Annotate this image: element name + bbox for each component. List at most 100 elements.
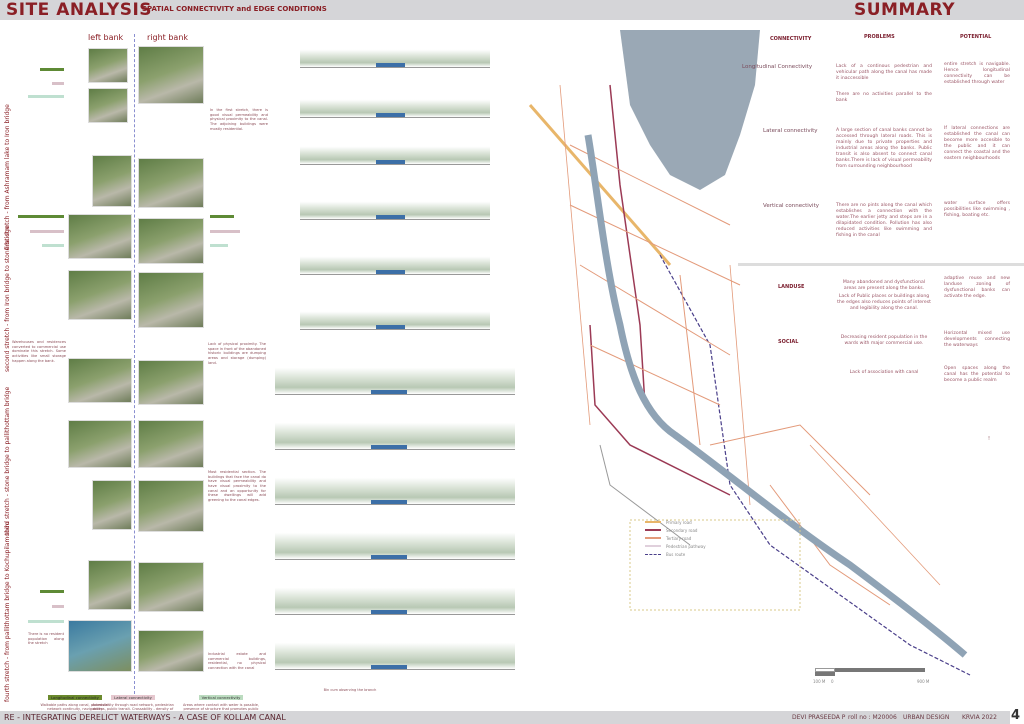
indicator-bar <box>40 590 64 593</box>
site-photo <box>68 270 132 320</box>
problem-text: A large section of canal banks cannot be… <box>836 128 932 169</box>
site-photo <box>138 562 204 612</box>
map-legend-item: Primary road <box>645 518 706 526</box>
scale-segment <box>815 672 835 676</box>
legend-swatch <box>645 545 661 547</box>
page-title: SITE ANALYSIS <box>6 0 153 20</box>
site-photo <box>92 480 132 530</box>
road <box>528 104 672 266</box>
stretch-label-2: second stretch - from Iron bridge to sto… <box>4 225 11 373</box>
canal-water <box>376 325 405 329</box>
canal-divider <box>134 34 135 694</box>
road <box>729 264 751 506</box>
map-legend-item: Pedestrian pathway <box>645 542 706 550</box>
site-photo <box>88 48 128 83</box>
indicator-bar <box>18 215 64 218</box>
road <box>569 144 731 226</box>
canal-water <box>371 555 407 559</box>
program: URBAN DESIGN <box>903 714 950 721</box>
scale-left: 100 M <box>813 679 826 684</box>
col-header-connectivity: CONNECTIVITY <box>770 36 812 42</box>
right-bank-heading: right bank <box>147 33 189 42</box>
potential-text: Horizontal mixed use developments connec… <box>944 331 1010 348</box>
indicator-bar <box>42 244 64 247</box>
legend-label: Primary road <box>666 519 692 525</box>
potential-text: adaptive reuse and new landuse zoning of… <box>944 276 1010 299</box>
site-photo <box>88 88 128 123</box>
legend-swatch <box>645 553 661 555</box>
legend-label: Bus route <box>666 551 686 557</box>
site-section-drawing <box>275 625 515 670</box>
col-header-potential: POTENTIAL <box>960 34 992 40</box>
indicator-bar <box>28 95 64 98</box>
scale-zero: 0 <box>831 679 834 684</box>
problem-text: Decreasing resident population in the wa… <box>840 335 928 346</box>
author: DEVI PRASEEDA P <box>792 714 846 721</box>
problem-text: There are no activities parallel to the … <box>836 92 932 103</box>
scale-bar <box>815 668 925 678</box>
canal-water <box>371 665 407 669</box>
indicator-bar <box>210 215 234 218</box>
map-legend-item: Secondary road <box>645 526 706 534</box>
site-section-drawing <box>275 515 515 560</box>
legend-longitudinal: Longitudinal connectivity Walkable paths… <box>40 684 110 711</box>
site-photo <box>88 560 132 610</box>
indicator-bar <box>210 230 240 233</box>
site-photo <box>68 214 132 259</box>
road <box>679 274 701 446</box>
connectivity-type: Lateral connectivity <box>763 128 818 134</box>
indicator-bar <box>28 620 64 623</box>
legend-label: Tertiary road <box>666 535 692 541</box>
scale-segment <box>815 668 835 672</box>
stretch-note: Warehouses and residences converted to c… <box>12 340 66 363</box>
legend-label: Vertical connectivity <box>198 695 244 700</box>
site-section-drawing <box>300 135 490 165</box>
canal-water <box>371 445 407 449</box>
legend-box <box>629 519 801 611</box>
category-label: LANDUSE <box>778 284 805 290</box>
scale-right: 900 M <box>917 679 930 684</box>
legend-text: Walkable paths along canal, pedestrian n… <box>40 703 110 711</box>
road <box>809 444 941 586</box>
site-photo <box>138 630 204 672</box>
category-label: SOCIAL <box>778 339 799 345</box>
road <box>579 264 731 356</box>
indicator-bar <box>210 244 228 247</box>
site-photo <box>138 218 204 264</box>
site-section-drawing <box>275 405 515 450</box>
site-section-drawing <box>300 190 490 220</box>
problem-text: Lack of Public places or buildings along… <box>837 294 931 311</box>
stretch-note: Most residential section. The buildings … <box>208 470 266 503</box>
site-map <box>528 30 971 676</box>
summary-divider <box>738 263 1024 266</box>
site-photo <box>138 360 204 405</box>
school-year: KRVIA 2022 <box>962 714 997 721</box>
legend-swatch <box>645 537 661 539</box>
connectivity-type: Vertical connectivity <box>763 203 819 209</box>
site-section-drawing <box>275 570 515 615</box>
left-bank-heading: left bank <box>88 33 124 42</box>
canal-water <box>376 113 405 117</box>
site-photo <box>68 358 132 403</box>
problem-text: Lack of a continous pedestrian and vehic… <box>836 64 932 81</box>
stretch-label-4: fourth stretch - from pallithottam bridg… <box>4 521 11 702</box>
road <box>559 84 591 426</box>
page-number: 4 <box>1011 708 1021 723</box>
footer-bar <box>0 711 1010 724</box>
canal-water <box>376 160 405 164</box>
canal-water <box>371 500 407 504</box>
road <box>589 344 721 406</box>
site-photo <box>138 46 204 104</box>
potential-text: Open spaces along the canal has the pote… <box>944 366 1010 383</box>
stretch-note: In the first stretch, there is good visu… <box>210 108 268 131</box>
indicator-bar <box>52 82 64 85</box>
section-caption: Bin cum observing the branch <box>323 688 377 692</box>
road <box>769 484 891 606</box>
kollam-canal <box>584 134 968 658</box>
canal-water <box>376 215 405 219</box>
header-bar <box>0 0 1024 20</box>
roll-number: roll no : M20006 <box>848 714 897 721</box>
legend-label: Pedestrian pathway <box>666 543 706 549</box>
site-section-drawing <box>275 460 515 505</box>
